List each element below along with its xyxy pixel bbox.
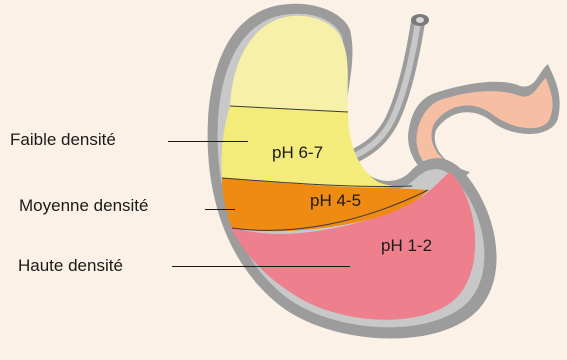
high-density-leader bbox=[172, 266, 350, 267]
low-density-leader bbox=[168, 141, 248, 142]
esophagus-opening-inner bbox=[416, 17, 424, 23]
medium-density-ph: pH 4-5 bbox=[310, 192, 361, 209]
low-density-ph: pH 6-7 bbox=[272, 144, 323, 161]
medium-density-label: Moyenne densité bbox=[19, 197, 148, 214]
low-density-label: Faible densité bbox=[10, 131, 116, 148]
medium-density-leader bbox=[205, 209, 235, 210]
high-density-ph: pH 1-2 bbox=[381, 237, 432, 254]
high-density-label: Haute densité bbox=[18, 257, 123, 274]
